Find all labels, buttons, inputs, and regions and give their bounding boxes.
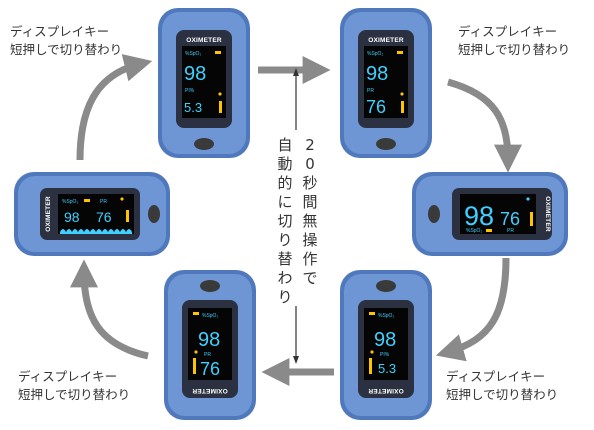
display-key-icon [194,138,214,150]
vertical-char: に [277,193,292,211]
oximeter-left: OXIMETER %SpO₂ PR 98 76 [14,172,170,256]
vertical-char: 作 [302,250,317,268]
svg-text:OXIMETER: OXIMETER [192,387,228,394]
svg-text:OXIMETER: OXIMETER [368,37,404,44]
svg-text:5.3: 5.3 [184,100,202,115]
device-title: OXIMETER [186,37,222,44]
svg-text:76: 76 [96,209,112,225]
arrow-right-to-bottom-right [435,257,510,362]
label-top-right-line2: 短押しで切り替わり [458,42,570,57]
label-top-left-line2: 短押しで切り替わり [10,42,122,57]
svg-text:%SpO₂: %SpO₂ [466,228,482,234]
svg-text:%SpO₂: %SpO₂ [62,199,78,205]
label-top-left-line1: ディスプレイキー [10,24,109,39]
oximeter-top-center: OXIMETER %SpO₂ 98 PI% 5.3 [158,8,250,158]
svg-text:OXIMETER: OXIMETER [368,387,404,394]
svg-text:98: 98 [198,329,220,351]
svg-text:PI%: PI% [185,88,195,94]
label-bottom-right-line2: 短押しで切り替わり [446,387,558,402]
vertical-char: で [302,269,317,287]
arrow-top-right-to-right [447,78,522,173]
arrow-top-left-to-top-center [76,54,153,161]
vertical-char: わ [277,269,292,287]
oximeter-right: 98 76 %SpO₂ PR OXIMETER [412,172,568,256]
vertical-char: り [277,288,292,306]
vertical-char: 秒 [302,174,317,192]
label-bottom-left-line1: ディスプレイキー [18,369,117,384]
svg-text:PR: PR [204,352,211,358]
vertical-char: 0 [305,155,315,173]
vertical-char: 自 [277,136,292,154]
svg-text:PR: PR [507,228,514,234]
svg-text:%SpO₂: %SpO₂ [202,313,218,319]
svg-text:98: 98 [184,63,206,85]
vertical-char: り [277,231,292,249]
svg-text:5.3: 5.3 [378,361,396,376]
svg-text:PR: PR [100,199,107,205]
cycle-arrows [70,54,522,386]
vertical-char: 無 [302,212,317,230]
oximeter-bottom-center: %SpO₂ 98 PR 76 OXIMETER [164,270,256,420]
label-bottom-right-line1: ディスプレイキー [446,369,545,384]
vertical-char: 2 [305,136,315,154]
svg-text:98: 98 [366,63,388,85]
svg-text:OXIMETER: OXIMETER [544,196,551,232]
key-press-labels: ディスプレイキー 短押しで切り替わり ディスプレイキー 短押しで切り替わり ディ… [10,24,570,402]
svg-text:PI%: PI% [380,352,390,358]
svg-text:PR: PR [367,88,374,94]
vertical-char: 動 [277,155,292,173]
vertical-char: 替 [277,250,292,268]
vertical-char: 的 [277,174,292,192]
svg-text:76: 76 [200,359,220,379]
svg-text:OXIMETER: OXIMETER [45,196,52,232]
vertical-char: 切 [277,212,292,230]
svg-text:76: 76 [500,209,520,229]
arrow-bottom-center-to-left [70,259,149,360]
oximeter-bottom-right: %SpO₂ 98 PI% 5.3 OXIMETER [340,270,432,420]
svg-text:98: 98 [374,329,396,351]
vertical-char: 操 [302,231,317,249]
label-bottom-left-line2: 短押しで切り替わり [18,387,130,402]
svg-text:%SpO₂: %SpO₂ [185,51,201,57]
svg-text:76: 76 [366,97,386,117]
svg-text:%SpO₂: %SpO₂ [378,313,394,319]
label-top-right-line1: ディスプレイキー [458,24,557,39]
pleth-waveform [60,229,132,234]
svg-text:98: 98 [64,209,80,225]
svg-text:%SpO₂: %SpO₂ [367,51,383,57]
oximeter-top-right: OXIMETER %SpO₂ 98 PR 76 [340,8,432,158]
svg-text:98: 98 [464,201,494,231]
vertical-char: 間 [302,193,317,211]
